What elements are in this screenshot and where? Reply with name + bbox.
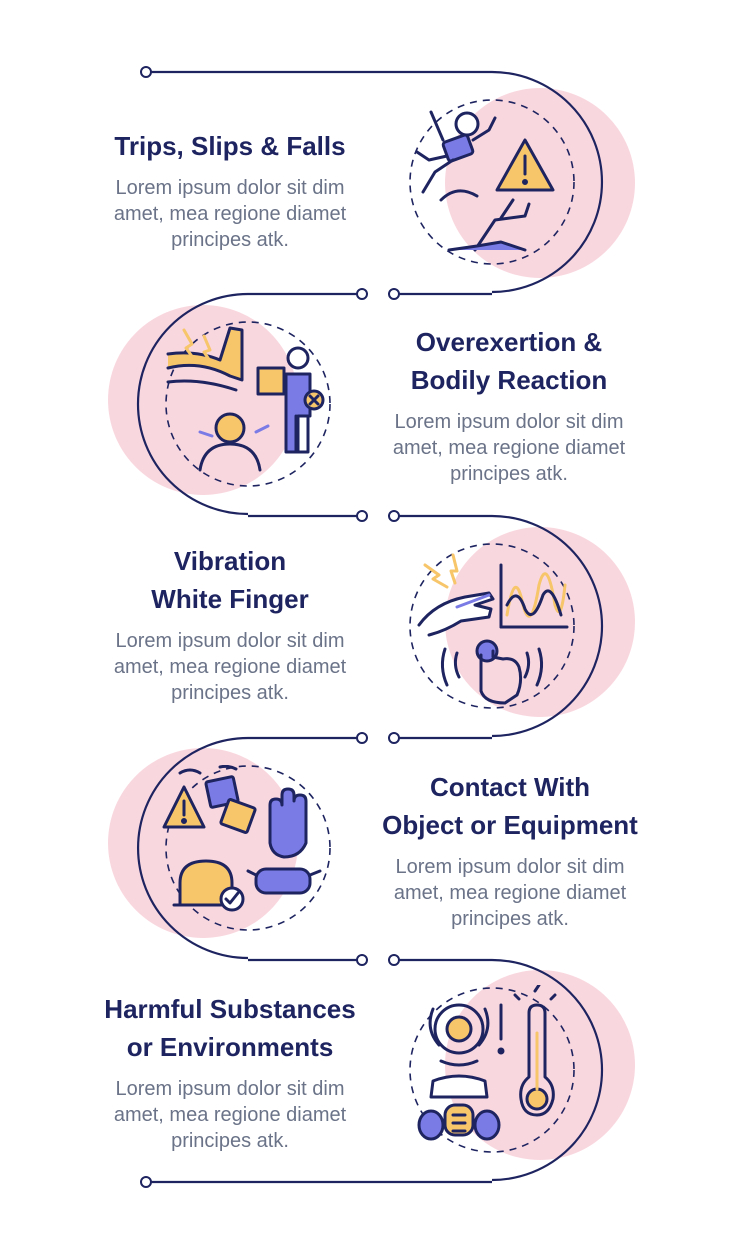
step-5: Harmful Substances or Environments Lorem…	[70, 990, 390, 1154]
step-3-desc-line-2: amet, mea regione diamet	[113, 656, 347, 678]
step-3-desc-line-3: principes atk.	[171, 682, 289, 704]
step-2-title-line-1: Overexertion &	[415, 327, 603, 357]
step-4-title-line-1: Contact With	[429, 772, 591, 802]
step-1-desc-line-3: principes atk.	[171, 229, 289, 251]
step-2-desc-line-1: Lorem ipsum dolor sit dim	[394, 411, 624, 433]
step-4-desc-line-1: Lorem ipsum dolor sit dim	[395, 856, 625, 878]
step-1-description: Lorem ipsum dolor sit dim amet, mea regi…	[80, 175, 380, 253]
step-1-desc-line-1: Lorem ipsum dolor sit dim	[115, 177, 345, 199]
step-2-desc-line-3: principes atk.	[450, 463, 568, 485]
falling-person-warning-icon	[415, 110, 555, 252]
step-1-title: Trips, Slips & Falls	[80, 127, 380, 165]
step-3-title: Vibration White Finger	[80, 542, 380, 618]
step-4-description: Lorem ipsum dolor sit dim amet, mea regi…	[340, 854, 680, 932]
step-4-title-line-2: Object or Equipment	[382, 810, 638, 840]
step-3-title-line-1: Vibration	[173, 546, 287, 576]
step-5-title-line-1: Harmful Substances	[104, 994, 356, 1024]
step-2: Overexertion & Bodily Reaction Lorem ips…	[352, 323, 666, 487]
step-2-description: Lorem ipsum dolor sit dim amet, mea regi…	[352, 409, 666, 487]
step-2-desc-line-2: amet, mea regione diamet	[392, 437, 626, 459]
step-4-desc-line-2: amet, mea regione diamet	[393, 882, 627, 904]
vibrating-hand-icon	[417, 553, 569, 705]
step-5-desc-line-3: principes atk.	[171, 1130, 289, 1152]
step-3-title-line-2: White Finger	[151, 584, 309, 614]
step-5-title-line-2: or Environments	[126, 1032, 334, 1062]
overexertion-pain-icon	[166, 326, 325, 472]
step-2-title: Overexertion & Bodily Reaction	[352, 323, 666, 399]
step-5-desc-line-1: Lorem ipsum dolor sit dim	[115, 1078, 345, 1100]
step-2-title-line-2: Bodily Reaction	[410, 365, 608, 395]
step-4-title: Contact With Object or Equipment	[340, 768, 680, 844]
step-4-desc-line-3: principes atk.	[451, 908, 569, 930]
protective-equipment-icon	[162, 765, 322, 912]
step-5-title: Harmful Substances or Environments	[70, 990, 390, 1066]
step-5-description: Lorem ipsum dolor sit dim amet, mea regi…	[70, 1076, 390, 1154]
step-3-description: Lorem ipsum dolor sit dim amet, mea regi…	[80, 628, 380, 706]
step-5-desc-line-2: amet, mea regione diamet	[113, 1104, 347, 1126]
step-4: Contact With Object or Equipment Lorem i…	[340, 768, 680, 932]
step-1: Trips, Slips & Falls Lorem ipsum dolor s…	[80, 127, 380, 253]
biohazard-respirator-icon	[417, 985, 557, 1141]
step-1-desc-line-2: amet, mea regione diamet	[113, 203, 347, 225]
step3-pink-blob	[445, 527, 635, 717]
step-3-desc-line-1: Lorem ipsum dolor sit dim	[115, 630, 345, 652]
step-3: Vibration White Finger Lorem ipsum dolor…	[80, 542, 380, 706]
step-1-title-line-1: Trips, Slips & Falls	[114, 131, 346, 161]
